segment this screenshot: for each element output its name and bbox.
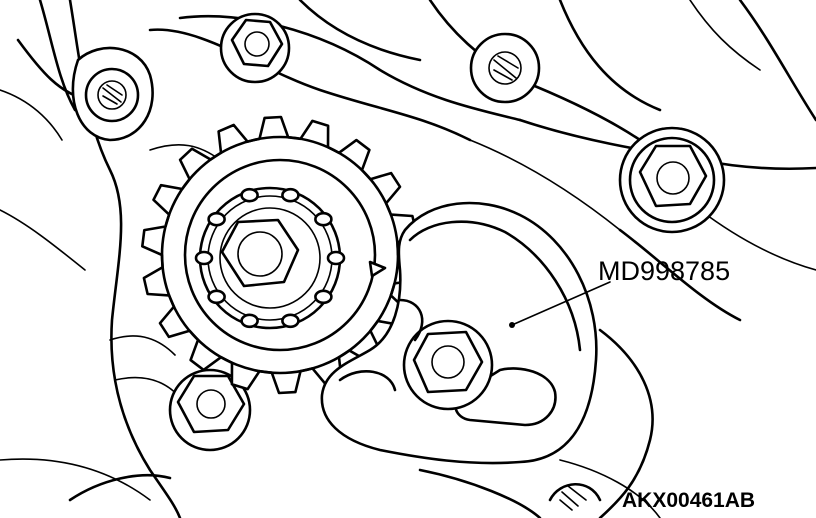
bolt-right bbox=[618, 126, 726, 234]
hub-pin bbox=[281, 313, 300, 329]
hub-pin bbox=[207, 289, 226, 305]
bolt-top-left bbox=[219, 12, 291, 84]
timing-mark bbox=[368, 260, 387, 278]
threaded-hole-left bbox=[84, 67, 140, 123]
figure-code: AKX00461AB bbox=[622, 489, 755, 512]
hub-pin bbox=[207, 211, 226, 227]
hub-pin bbox=[314, 289, 333, 305]
threaded-hole-bottom bbox=[548, 483, 602, 511]
hub-pin bbox=[281, 187, 300, 203]
callout-dot bbox=[509, 322, 515, 328]
threaded-hole-top bbox=[469, 32, 541, 104]
hub-pin bbox=[240, 313, 259, 329]
tool-callout-label: MD998785 bbox=[598, 256, 730, 286]
special-tool bbox=[320, 201, 598, 465]
hub-pin bbox=[314, 211, 333, 227]
bolt-bottom-left bbox=[168, 368, 252, 452]
hub-pin bbox=[240, 187, 259, 203]
crankshaft-sprocket bbox=[141, 115, 419, 395]
hub-pin bbox=[326, 250, 346, 266]
callout-leader-line bbox=[511, 281, 611, 326]
hub-pin bbox=[194, 250, 214, 266]
hub-pins bbox=[194, 187, 346, 329]
